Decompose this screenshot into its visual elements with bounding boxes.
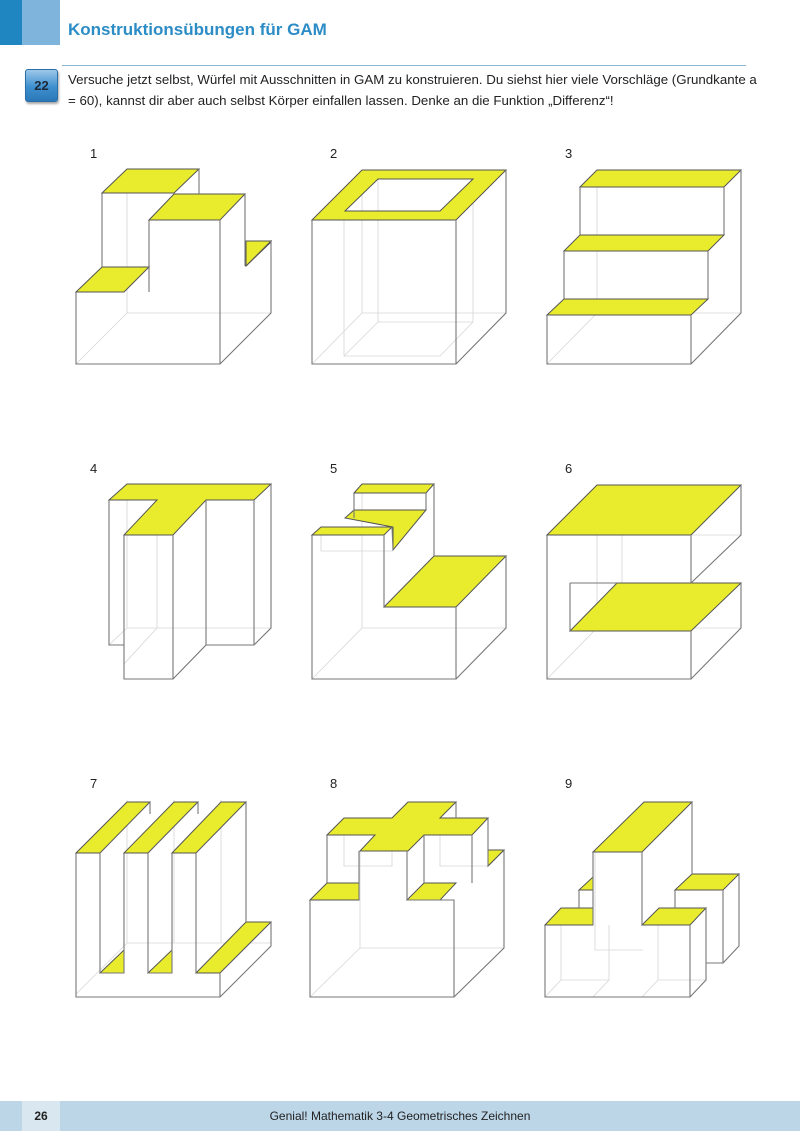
figure-label: 2 <box>330 146 338 161</box>
figure-3: 3 <box>535 140 765 380</box>
cube-drawing-9 <box>543 801 741 998</box>
cube-drawing-3 <box>545 169 743 365</box>
figure-7: 7 <box>60 770 290 1010</box>
cube-drawing-8 <box>308 801 506 998</box>
book-title: Genial! Mathematik 3-4 Geometrisches Zei… <box>269 1109 531 1123</box>
page-footer: 26 Genial! Mathematik 3-4 Geometrisches … <box>0 1101 800 1131</box>
header-accent-dark <box>0 0 22 45</box>
figure-9: 9 <box>535 770 765 1010</box>
figure-label: 8 <box>330 776 338 791</box>
cube-drawing-1 <box>74 168 273 365</box>
figure-1: 1 <box>60 140 290 380</box>
task-text: Versuche jetzt selbst, Würfel mit Aussch… <box>68 72 757 108</box>
figure-label: 7 <box>90 776 98 791</box>
figure-label: 5 <box>330 461 338 476</box>
figure-label: 6 <box>565 461 573 476</box>
cube-drawing-2 <box>310 169 508 365</box>
header-accent-light <box>22 0 60 45</box>
figure-label: 9 <box>565 776 573 791</box>
cube-drawing-6 <box>545 484 743 680</box>
figure-label: 3 <box>565 146 573 161</box>
figure-4: 4 <box>60 455 290 695</box>
page-title: Konstruktionsübungen für GAM <box>68 20 327 39</box>
figure-8: 8 <box>300 770 530 1010</box>
cube-drawing-4 <box>107 483 273 680</box>
figure-5: 5 <box>300 455 530 695</box>
figure-2: 2 <box>300 140 530 380</box>
page-number: 26 <box>22 1101 60 1131</box>
header-divider <box>62 65 746 66</box>
cube-drawing-5 <box>310 483 508 680</box>
figure-label: 1 <box>90 146 98 161</box>
figure-label: 4 <box>90 461 98 476</box>
task-number-badge: 22 <box>25 69 58 102</box>
cube-drawing-7 <box>74 800 273 998</box>
figure-6: 6 <box>535 455 765 695</box>
